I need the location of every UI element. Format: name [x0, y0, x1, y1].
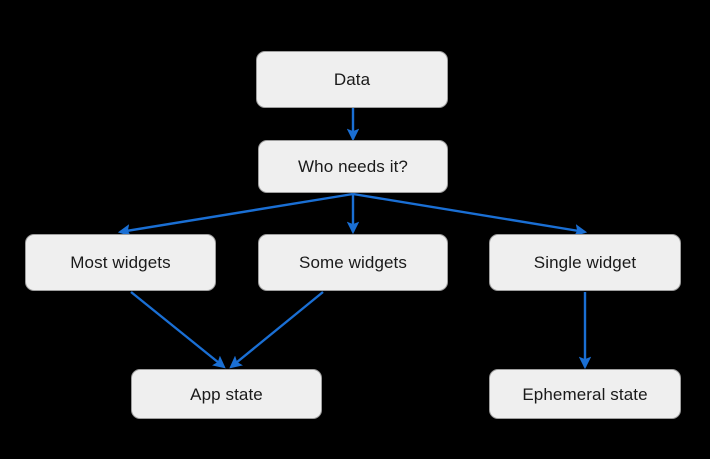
- node-label-app-state: App state: [190, 384, 263, 404]
- node-label-most-widgets: Most widgets: [70, 253, 171, 272]
- edge-some-widgets-to-app: [229, 291, 324, 369]
- node-most-widgets[interactable]: Most widgets: [25, 234, 216, 291]
- edge-who-to-most-widgets: [117, 192, 354, 237]
- edge-group: [117, 108, 592, 370]
- node-ephemeral-state[interactable]: Ephemeral state: [489, 369, 681, 419]
- node-data[interactable]: Data: [256, 51, 448, 108]
- node-app-state[interactable]: App state: [131, 369, 322, 419]
- edge-most-widgets-to-app: [130, 291, 226, 369]
- edge-who-to-single-widget: [352, 192, 588, 237]
- node-label-data: Data: [333, 70, 371, 89]
- node-some-widgets[interactable]: Some widgets: [258, 234, 448, 291]
- node-label-ephemeral-state: Ephemeral state: [522, 384, 648, 404]
- node-label-some-widgets: Some widgets: [299, 253, 407, 272]
- node-single-widget[interactable]: Single widget: [489, 234, 681, 291]
- node-label-single-widget: Single widget: [533, 253, 637, 272]
- node-label-who-needs-it: Who needs it?: [298, 157, 408, 176]
- node-who-needs-it[interactable]: Who needs it?: [258, 140, 448, 193]
